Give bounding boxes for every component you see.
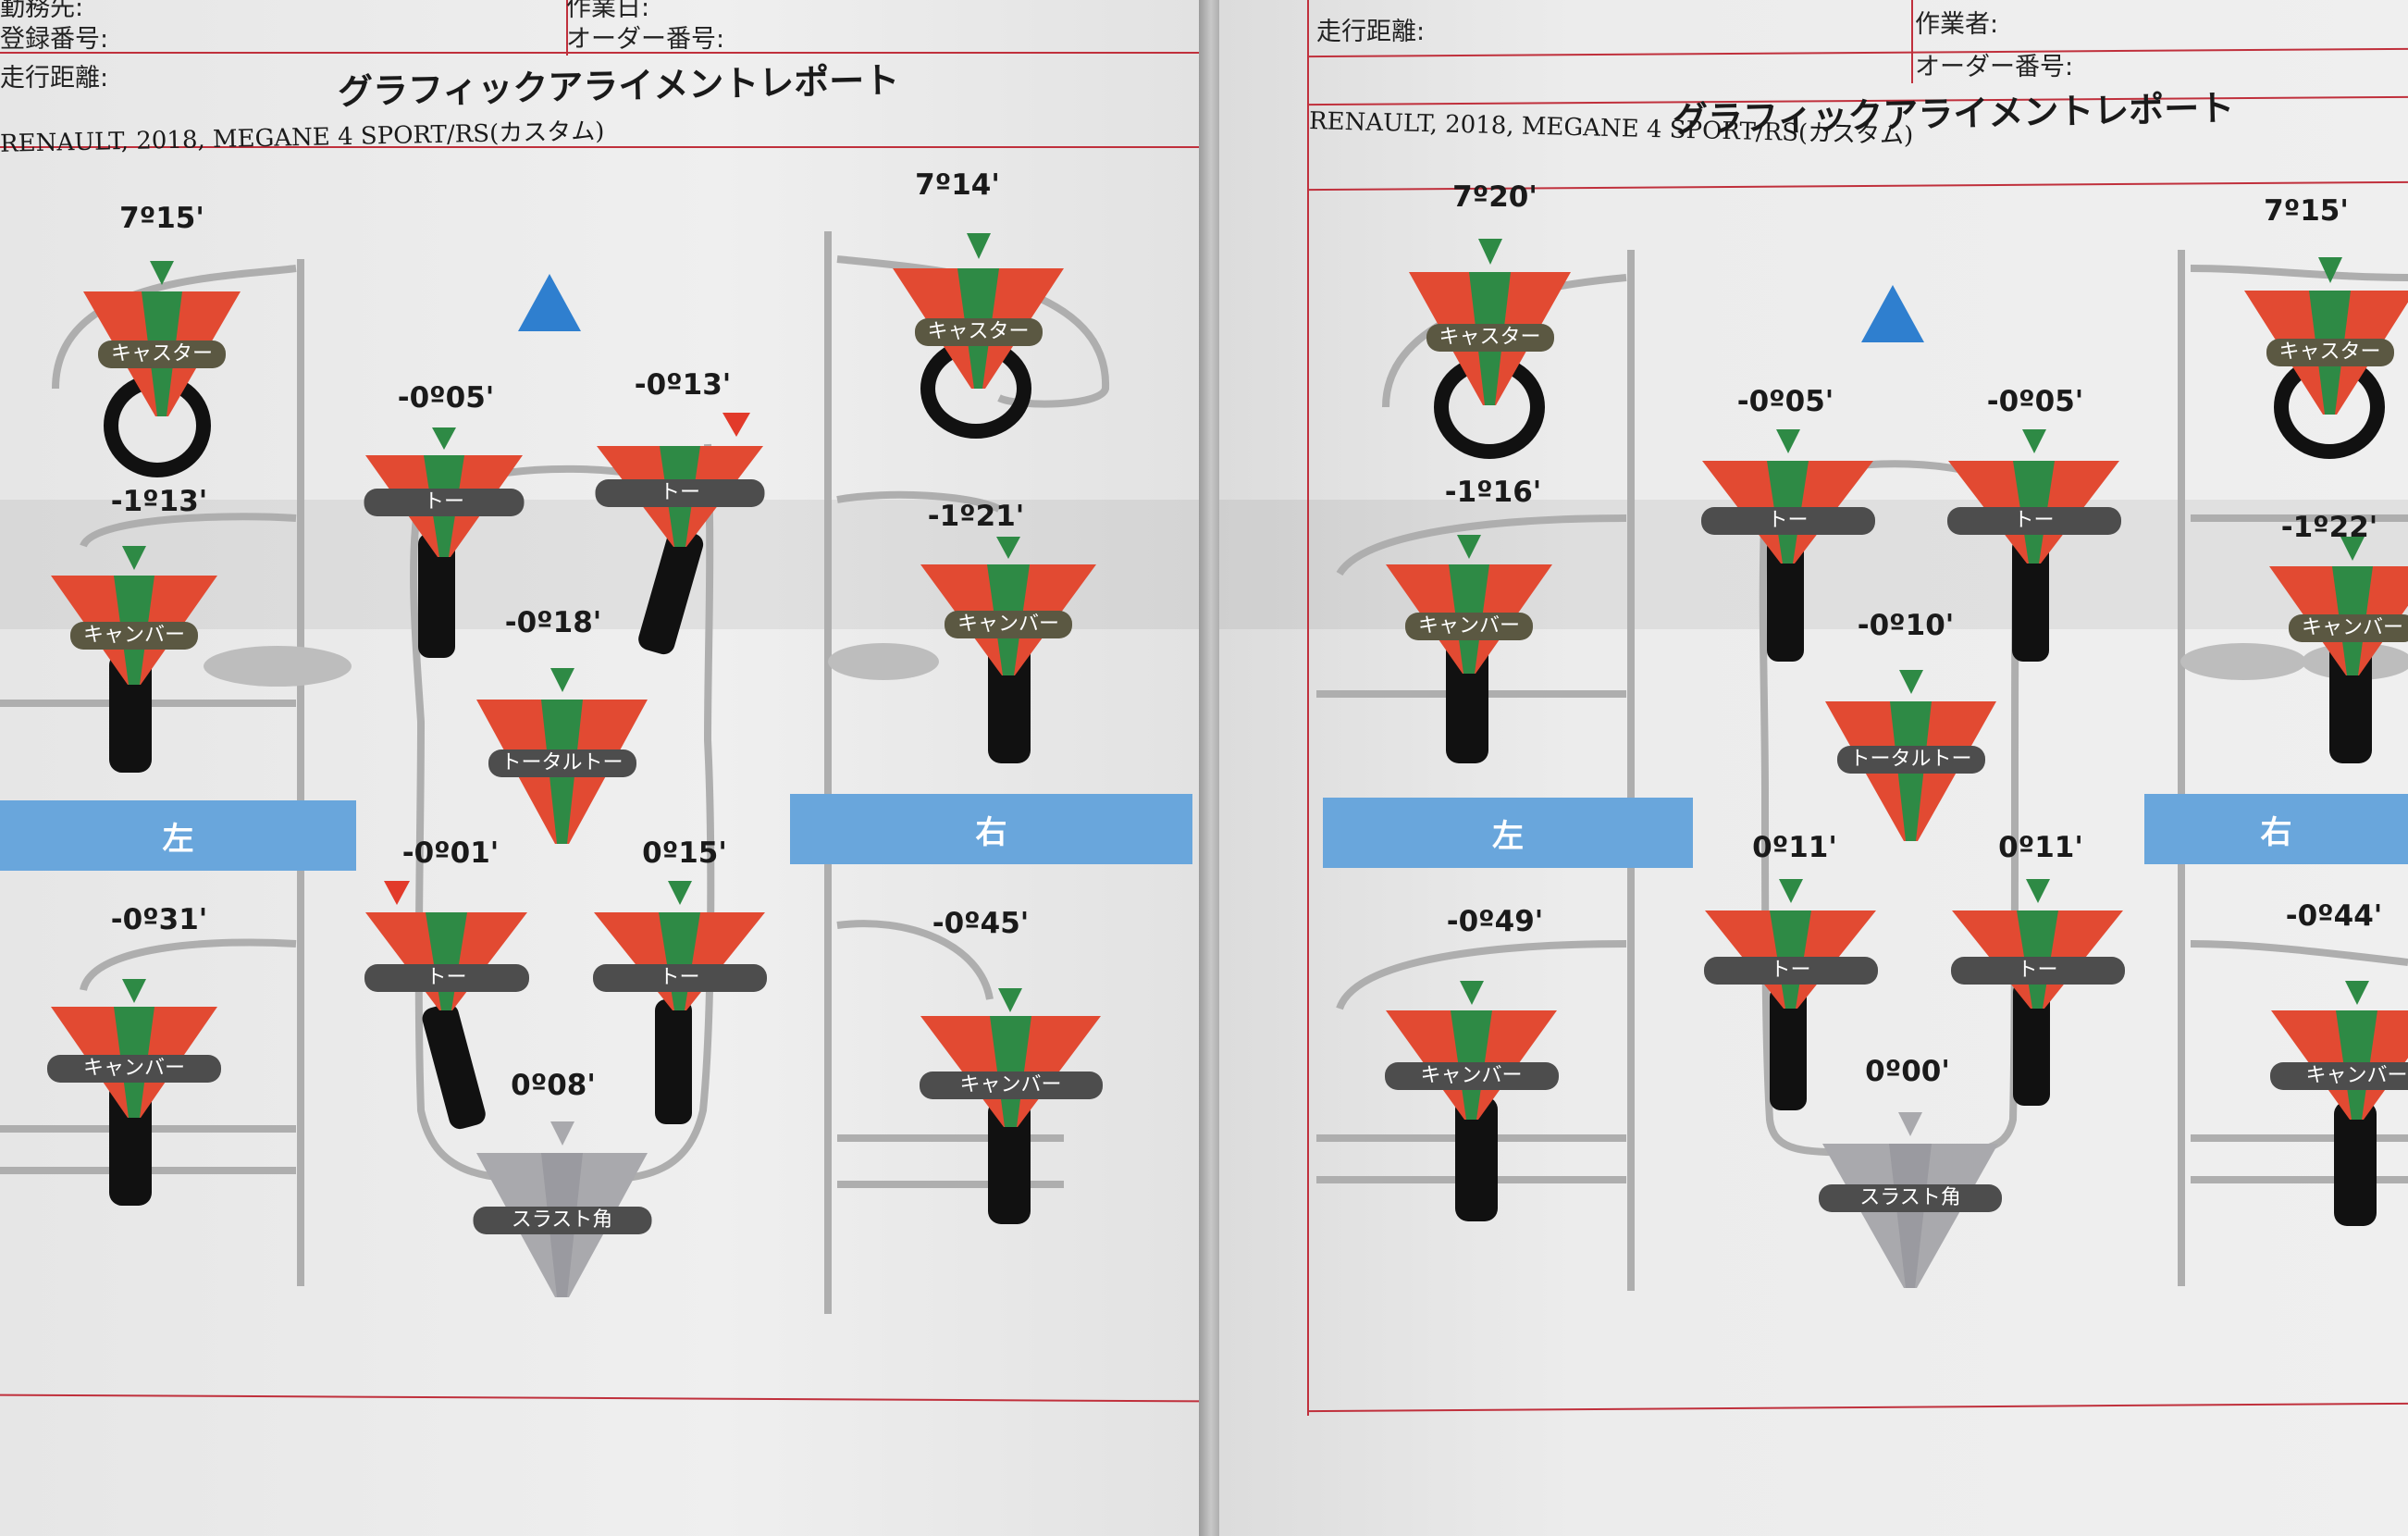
caster-gauge-front-left: キャスター bbox=[83, 259, 241, 416]
header-rule bbox=[0, 52, 1201, 54]
rear-right-toe-value: 0º15' bbox=[642, 836, 727, 870]
camber-gauge-label: キャンバー bbox=[1404, 613, 1534, 640]
camber-gauge-rear-right: キャンバー bbox=[919, 988, 1103, 1127]
car-outline bbox=[0, 231, 1110, 1314]
toe-gauge-label: トー bbox=[1703, 957, 1878, 985]
front-right-camber-value: -1º21' bbox=[927, 500, 1025, 533]
book-gutter bbox=[1199, 0, 1223, 1536]
toe-gauge-rear-left: トー bbox=[364, 881, 529, 1010]
caster-gauge-front-right: キャスター bbox=[893, 231, 1064, 389]
header-field-mileage: 走行距離: bbox=[1316, 18, 1426, 46]
camber-gauge-rear-right: キャンバー bbox=[2269, 981, 2408, 1120]
header-field-workplace: 勤務先: bbox=[0, 0, 84, 22]
header-field-work-date: 作業日: bbox=[566, 0, 650, 22]
right-side-bar: 右 bbox=[790, 794, 1192, 864]
thrust-angle-gauge: スラスト角 bbox=[473, 1121, 651, 1297]
toe-gauge-front-left: トー bbox=[364, 427, 525, 557]
rear-right-camber-value: -0º45' bbox=[932, 907, 1030, 940]
toe-gauge-front-right: トー bbox=[595, 413, 765, 547]
front-right-toe-value: -0º13' bbox=[634, 368, 732, 402]
rear-left-camber-value: -0º31' bbox=[110, 903, 208, 936]
right-report-page: 走行距離: 作業者: オーダー番号: グラフィックアライメントレポート RENA… bbox=[1219, 0, 2408, 1536]
camber-gauge-label: キャンバー bbox=[2269, 1062, 2408, 1090]
right-side-bar: 右 bbox=[2144, 794, 2408, 864]
camber-gauge-label: キャンバー bbox=[944, 611, 1073, 638]
camber-gauge-rear-left: キャンバー bbox=[1384, 981, 1559, 1120]
thrust-gauge-label: スラスト角 bbox=[1819, 1184, 2002, 1212]
front-right-caster-value: 7º14' bbox=[915, 168, 1000, 202]
camber-gauge-front-left: キャンバー bbox=[1386, 535, 1552, 674]
total-toe-gauge-front: トータルトー bbox=[476, 668, 648, 844]
toe-gauge-label: トー bbox=[1700, 507, 1875, 535]
rear-right-toe-value: 0º11' bbox=[1998, 831, 2083, 864]
header-divider bbox=[566, 0, 568, 56]
camber-gauge-label: キャンバー bbox=[919, 1071, 1103, 1099]
header-field-order-number: オーダー番号: bbox=[566, 25, 725, 54]
toe-gauge-rear-left: トー bbox=[1703, 879, 1878, 1009]
front-total-toe-value: -0º10' bbox=[1857, 609, 1955, 642]
caster-gauge-label: キャスター bbox=[97, 341, 227, 368]
header-field-order-number: オーダー番号: bbox=[1915, 53, 2074, 81]
camber-gauge-front-right: キャンバー bbox=[920, 537, 1096, 675]
toe-gauge-rear-right: トー bbox=[1950, 879, 2125, 1009]
header-field-mileage: 走行距離: bbox=[0, 64, 109, 93]
direction-arrow-icon bbox=[1861, 285, 1924, 342]
thrust-angle-gauge: スラスト角 bbox=[1819, 1112, 2002, 1288]
thrust-angle-value: 0º00' bbox=[1865, 1055, 1950, 1088]
front-right-toe-value: -0º05' bbox=[1986, 385, 2084, 418]
toe-gauge-label: トー bbox=[595, 479, 765, 507]
toe-gauge-label: トー bbox=[1950, 957, 2125, 985]
total-toe-gauge-label: トータルトー bbox=[488, 749, 636, 777]
left-side-bar: 左 bbox=[0, 800, 356, 871]
toe-gauge-label: トー bbox=[592, 964, 767, 992]
toe-gauge-front-right: トー bbox=[1946, 429, 2121, 564]
camber-gauge-front-right: キャンバー bbox=[2269, 537, 2408, 675]
caster-gauge-label: キャスター bbox=[2266, 339, 2394, 366]
camber-gauge-label: キャンバー bbox=[69, 622, 199, 650]
thrust-gauge-label: スラスト角 bbox=[473, 1207, 651, 1234]
toe-gauge-label: トー bbox=[1946, 507, 2121, 535]
front-left-toe-value: -0º05' bbox=[1736, 385, 1834, 418]
front-left-caster-value: 7º20' bbox=[1452, 180, 1537, 214]
title-rule bbox=[0, 146, 1201, 148]
caster-gauge-label: キャスター bbox=[914, 318, 1043, 346]
rear-left-camber-value: -0º49' bbox=[1446, 905, 1544, 938]
total-toe-gauge-label: トータルトー bbox=[1836, 746, 1985, 774]
header-field-worker: 作業者: bbox=[1915, 10, 1999, 39]
header-divider bbox=[1911, 0, 1913, 83]
front-right-caster-value: 7º15' bbox=[2264, 194, 2349, 228]
rear-left-toe-value: -0º01' bbox=[401, 836, 500, 870]
front-total-toe-value: -0º18' bbox=[504, 606, 602, 639]
rear-right-camber-value: -0º44' bbox=[2285, 899, 2383, 933]
caster-gauge-front-left: キャスター bbox=[1409, 239, 1571, 405]
front-left-caster-value: 7º15' bbox=[119, 202, 204, 235]
toe-gauge-rear-right: トー bbox=[592, 881, 767, 1010]
toe-gauge-front-left: トー bbox=[1700, 429, 1875, 564]
direction-arrow-icon bbox=[518, 274, 581, 331]
camber-gauge-front-left: キャンバー bbox=[51, 546, 217, 685]
car-outline bbox=[1316, 250, 2408, 1291]
frame-left bbox=[1307, 0, 1309, 1416]
camber-gauge-label: キャンバー bbox=[1384, 1062, 1559, 1090]
caster-gauge-front-right: キャスター bbox=[2244, 257, 2408, 415]
camber-gauge-label: キャンバー bbox=[47, 1055, 221, 1083]
toe-gauge-label: トー bbox=[364, 964, 529, 992]
left-report-page: 勤務先: 作業日: 登録番号: オーダー番号: 走行距離: グラフィックアライメ… bbox=[0, 0, 1203, 1536]
caster-gauge-label: キャスター bbox=[1426, 324, 1554, 352]
thrust-angle-value: 0º08' bbox=[511, 1069, 596, 1102]
front-left-camber-value: -1º16' bbox=[1444, 476, 1542, 509]
front-left-toe-value: -0º05' bbox=[397, 381, 495, 415]
left-side-bar: 左 bbox=[1323, 798, 1693, 868]
header-field-registration: 登録番号: bbox=[0, 25, 109, 54]
total-toe-gauge-front: トータルトー bbox=[1825, 670, 1996, 841]
camber-gauge-label: キャンバー bbox=[2288, 614, 2408, 642]
front-left-camber-value: -1º13' bbox=[110, 485, 208, 518]
toe-gauge-label: トー bbox=[364, 489, 525, 516]
rear-left-toe-value: 0º11' bbox=[1752, 831, 1837, 864]
camber-gauge-rear-left: キャンバー bbox=[47, 979, 221, 1118]
